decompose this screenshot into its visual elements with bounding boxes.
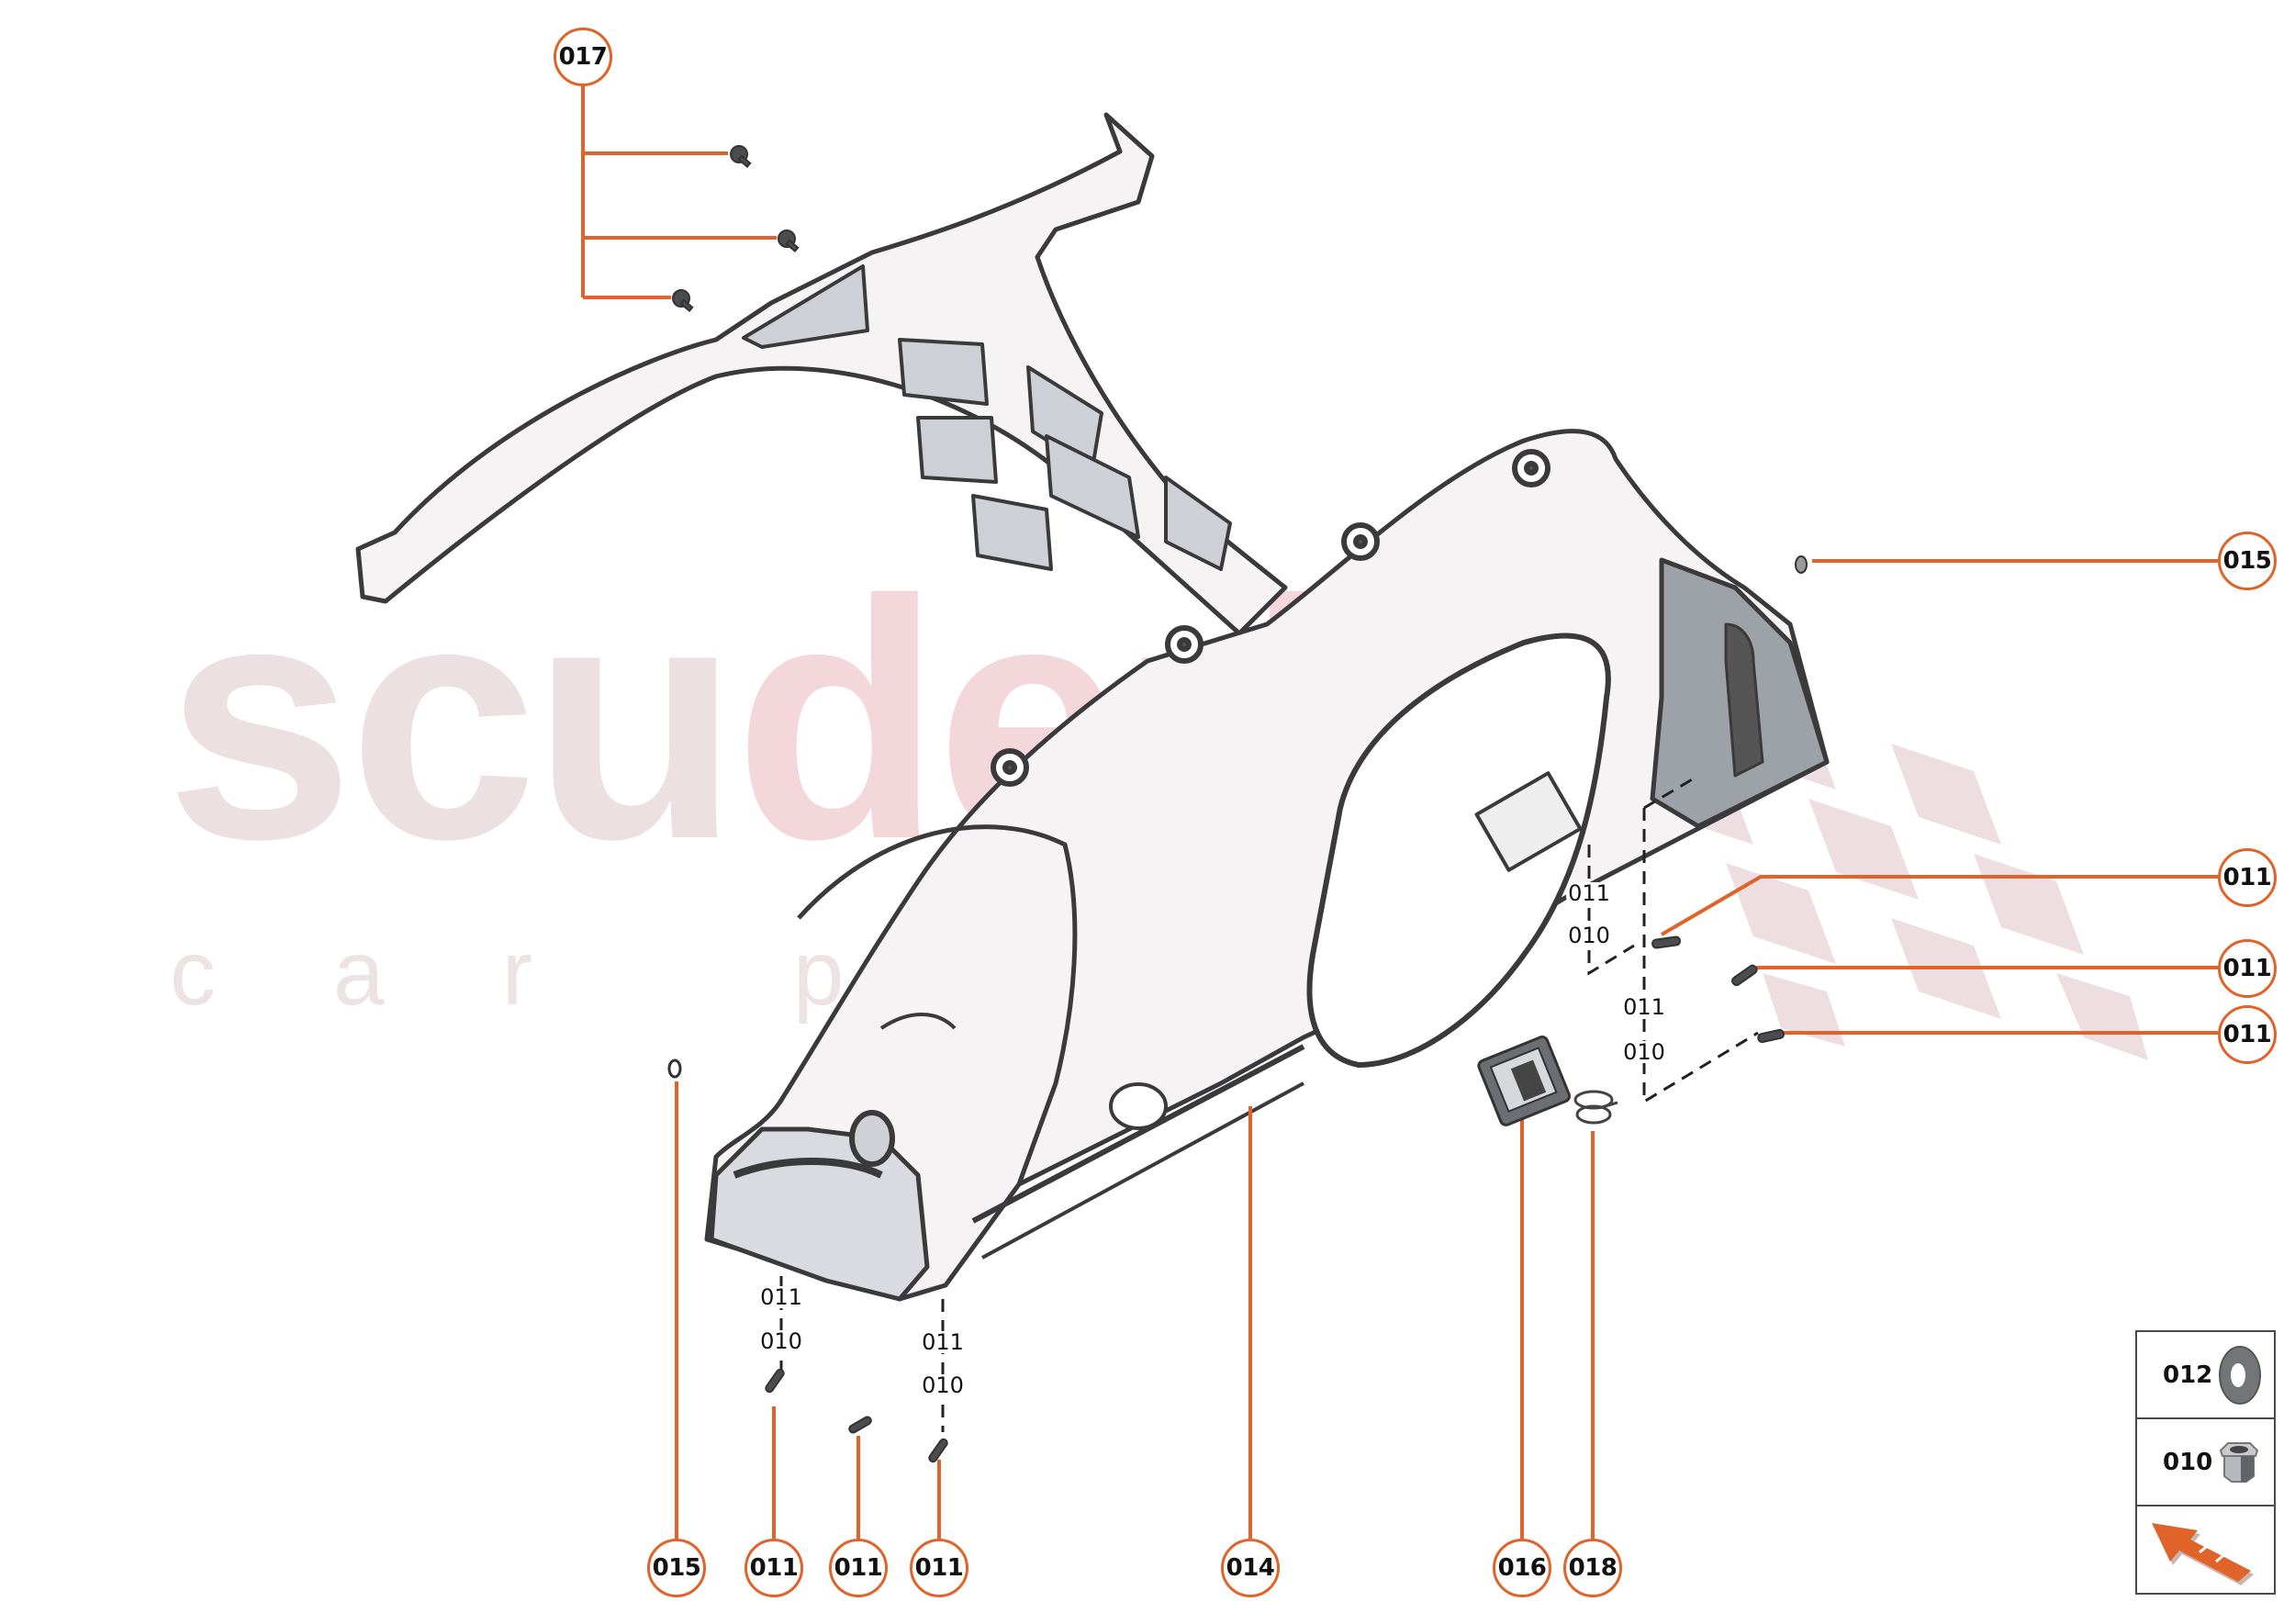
part-number-label: 011 bbox=[758, 1284, 804, 1310]
stud-icon bbox=[1651, 935, 1682, 949]
clip-icon bbox=[672, 289, 694, 312]
legend-label: 012 bbox=[2163, 1361, 2213, 1389]
direction-arrow-icon bbox=[2152, 1523, 2254, 1585]
stud-icon bbox=[765, 1368, 785, 1394]
callout-011[interactable]: 011 bbox=[829, 1539, 888, 1597]
plug-icon bbox=[1795, 555, 1808, 574]
part-number-label: 010 bbox=[1566, 923, 1612, 948]
callout-018[interactable]: 018 bbox=[1563, 1539, 1622, 1597]
callout-011[interactable]: 011 bbox=[2218, 848, 2277, 907]
stud-icon bbox=[848, 1416, 872, 1434]
washer-icon bbox=[2219, 1345, 2261, 1405]
quarter-panel-body-014[interactable] bbox=[355, 112, 1830, 1302]
part-number-label: 010 bbox=[920, 1372, 966, 1398]
callout-016[interactable]: 016 bbox=[1493, 1539, 1551, 1597]
stud-icon bbox=[928, 1438, 948, 1463]
callout-011[interactable]: 011 bbox=[2218, 939, 2277, 998]
callout-017[interactable]: 017 bbox=[554, 28, 612, 86]
cable-tie-018[interactable] bbox=[1573, 1090, 1618, 1125]
part-number-label: 011 bbox=[1621, 994, 1667, 1020]
legend-row-flange-nut[interactable]: 010 bbox=[2137, 1419, 2274, 1506]
callout-011[interactable]: 011 bbox=[2218, 1005, 2277, 1064]
plug-icon bbox=[667, 1058, 682, 1079]
callout-011[interactable]: 011 bbox=[910, 1539, 968, 1597]
clip-icon bbox=[778, 230, 800, 252]
stud-icon bbox=[1730, 964, 1758, 987]
part-number-label: 011 bbox=[920, 1329, 966, 1355]
stud-icon bbox=[1757, 1028, 1785, 1044]
leader-011-right-1 bbox=[1660, 875, 2218, 936]
leader-lines bbox=[581, 86, 2218, 1539]
legend-label: 010 bbox=[2163, 1448, 2213, 1476]
part-number-label: 011 bbox=[1566, 880, 1612, 906]
legend-row-direction[interactable] bbox=[2137, 1506, 2274, 1594]
part-number-label: 010 bbox=[758, 1328, 804, 1354]
leader-017 bbox=[581, 86, 777, 299]
callout-014[interactable]: 014 bbox=[1221, 1539, 1280, 1597]
part-number-label: 010 bbox=[1621, 1039, 1667, 1065]
clip-icon bbox=[730, 145, 752, 168]
flange-nut-icon bbox=[2219, 1441, 2259, 1483]
callout-015[interactable]: 015 bbox=[647, 1539, 706, 1597]
callout-011[interactable]: 011 bbox=[744, 1539, 803, 1597]
fuel-flap-housing-016[interactable] bbox=[1477, 1036, 1572, 1127]
watermark-brand-part1: scu bbox=[165, 531, 740, 910]
callout-015[interactable]: 015 bbox=[2218, 532, 2277, 590]
hardware-legend: 012 010 bbox=[2135, 1330, 2276, 1595]
legend-row-washer[interactable]: 012 bbox=[2137, 1332, 2274, 1419]
hardware-parts bbox=[667, 145, 1808, 1463]
